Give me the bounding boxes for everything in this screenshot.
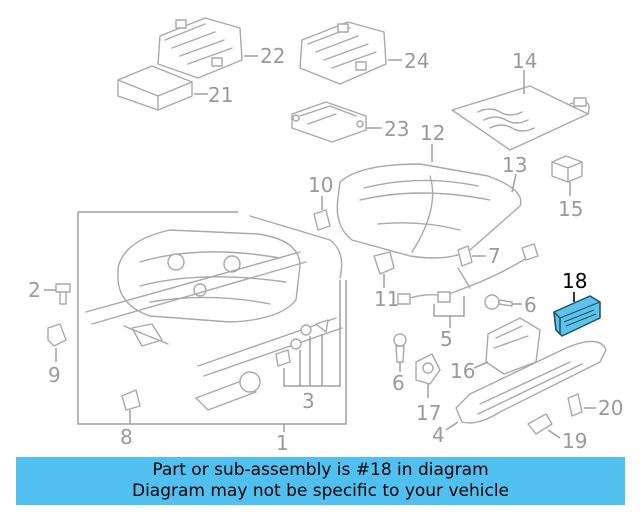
callout-5: 5	[440, 327, 453, 351]
callout-9: 9	[48, 363, 61, 387]
part-15-connector	[551, 155, 583, 183]
callout-24: 24	[404, 49, 429, 73]
callout-10: 10	[308, 173, 333, 197]
leader-19	[547, 429, 561, 439]
part-6-bolt-a	[484, 294, 513, 310]
callout-11: 11	[374, 287, 399, 311]
part-10-clip	[313, 209, 331, 231]
callout-21: 21	[208, 83, 233, 107]
info-banner: Part or sub-assembly is #18 in diagram D…	[16, 457, 625, 505]
part-4-side-trim	[455, 340, 607, 424]
leader-4	[445, 421, 459, 431]
callout-2: 2	[28, 278, 41, 302]
part-3-fasteners	[275, 319, 329, 367]
callout-14: 14	[512, 49, 537, 73]
callout-19: 19	[562, 429, 587, 453]
callout-12: 12	[420, 121, 445, 145]
callout-8: 8	[120, 425, 133, 449]
callout-16: 16	[450, 359, 475, 383]
leader-13	[511, 173, 517, 193]
banner-line-1: Part or sub-assembly is #18 in diagram	[152, 460, 489, 480]
leader-5	[433, 296, 465, 328]
callout-4: 4	[432, 423, 445, 447]
callout-1: 1	[276, 431, 289, 455]
callout-15: 15	[558, 197, 583, 221]
part-17-actuator	[415, 353, 441, 385]
part-14-heater-mat	[451, 85, 590, 151]
part-24-control-module	[299, 21, 387, 85]
part-5-wire-harness	[397, 243, 539, 305]
callout-22: 22	[260, 44, 285, 68]
callout-3: 3	[302, 389, 315, 413]
part-6-bolt-b	[393, 333, 407, 363]
callout-6b: 6	[392, 371, 405, 395]
part-12-seat-cushion	[336, 163, 522, 259]
callout-7: 7	[488, 244, 501, 268]
part-7-clip	[457, 245, 473, 267]
part-9-clip	[47, 323, 67, 347]
parts-diagram: 22 24 21 23 14 12 13	[28, 17, 623, 455]
callout-17: 17	[416, 401, 441, 425]
callout-13: 13	[502, 153, 527, 177]
part-19-knob	[527, 413, 553, 435]
banner-line-2: Diagram may not be specific to your vehi…	[131, 481, 509, 501]
part-1-seat-frame	[85, 215, 343, 377]
leader-3	[283, 280, 341, 387]
seat-motor	[195, 371, 261, 411]
part-2-bolt	[55, 283, 71, 305]
part-21-module	[117, 65, 193, 111]
callout-18: 18	[562, 269, 587, 293]
leader-1-box	[77, 211, 347, 425]
leader-16	[473, 361, 489, 369]
part-22-control-module	[157, 17, 243, 79]
part-8-clip	[121, 389, 141, 411]
part-23-module	[291, 101, 367, 143]
callout-6a: 6	[524, 293, 537, 317]
part-20-knob	[567, 393, 583, 417]
callout-23: 23	[384, 117, 409, 141]
callout-20: 20	[598, 396, 623, 420]
part-11-clip	[373, 251, 395, 275]
part-18-seat-switch-highlighted	[553, 295, 601, 337]
